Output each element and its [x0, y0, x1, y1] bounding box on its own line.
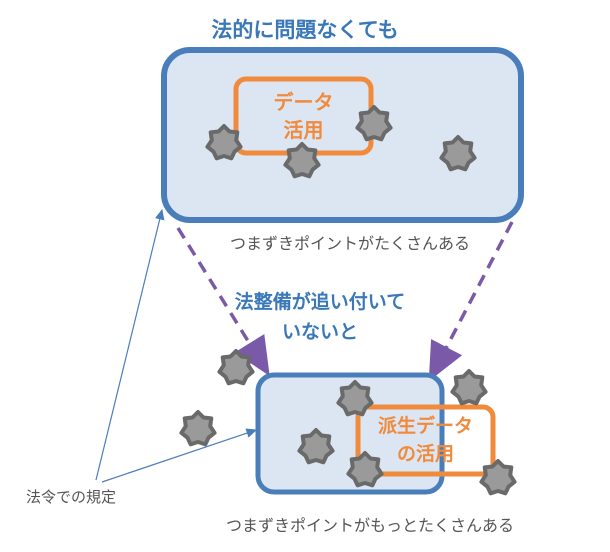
middle-title-line1: 法整備が追い付いて	[234, 291, 406, 313]
bottom-box-label-line1: 派生データ	[377, 415, 473, 437]
top-caption: つまずきポイントがたくさんある	[229, 234, 470, 253]
top-box-label-line2: 活用	[283, 118, 324, 142]
law-label: 法令での規定	[26, 488, 117, 506]
stumbling-point-star-icon	[439, 135, 477, 172]
stumbling-point-star-icon	[283, 142, 321, 179]
middle-title-line2: いないと	[281, 321, 358, 343]
right-dashed-arrow	[428, 221, 514, 382]
stumbling-point-star-icon	[179, 410, 217, 447]
bottom-caption: つまずきポイントがもっとたくさんある	[225, 516, 514, 535]
bottom-box	[255, 372, 445, 495]
middle-title: 法整備が追い付いて いないと	[205, 287, 435, 347]
bottom-box-label-line2: の活用	[396, 443, 454, 465]
law-arrow-to-top	[95, 208, 165, 481]
top-title: 法的に問題なくても	[211, 18, 399, 42]
left-dashed-arrow	[176, 227, 270, 376]
stumbling-point-star-icon	[450, 369, 488, 406]
top-box	[161, 47, 524, 223]
stumbling-point-star-icon	[297, 428, 335, 465]
stumbling-point-star-icon	[336, 380, 374, 417]
top-box-label: データ 活用	[236, 88, 371, 144]
top-box-label-line1: データ	[273, 90, 334, 114]
bottom-derived-data-box	[355, 404, 496, 477]
law-arrow-to-bottom	[101, 428, 258, 483]
bottom-box-label: 派生データ の活用	[358, 412, 493, 468]
stumbling-point-star-icon	[217, 349, 255, 386]
